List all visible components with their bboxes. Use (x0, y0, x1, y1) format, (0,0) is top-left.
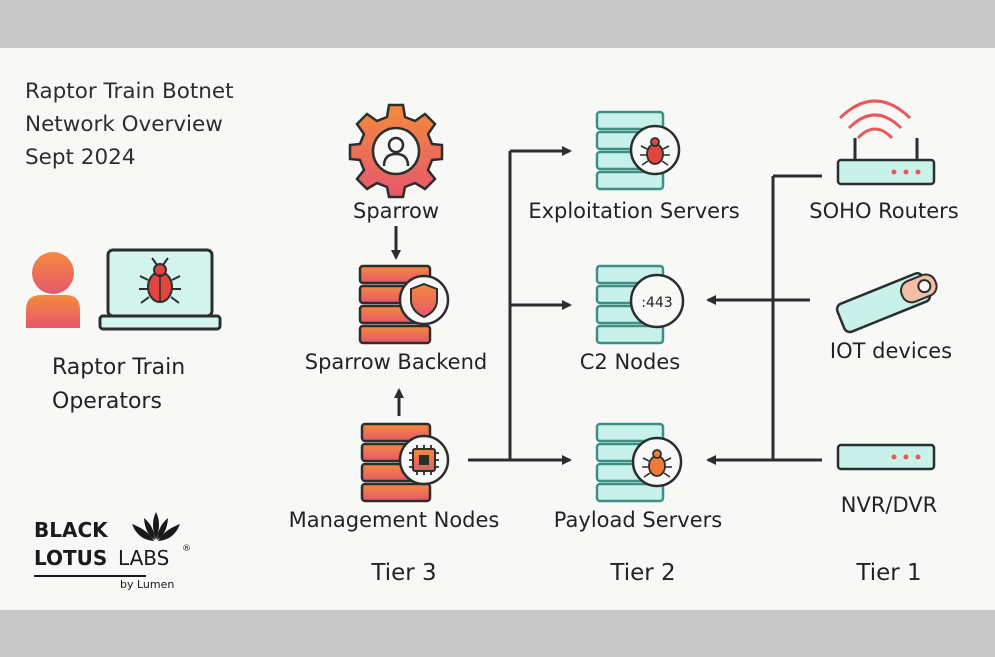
iot-devices-label: IOT devices (829, 339, 953, 363)
chip-icon (398, 434, 450, 486)
page-title: Raptor Train Botnet Network Overview Sep… (25, 75, 234, 174)
bug-icon (640, 137, 670, 166)
exploitation-servers-icon (595, 110, 681, 191)
sparrow-backend-server-icon (358, 264, 450, 345)
tier-3-label: Tier 3 (371, 560, 437, 586)
port-badge (629, 273, 685, 329)
logo-line-1: BLACK (34, 518, 108, 542)
diagram-canvas: :443 (26, 99, 938, 503)
tier-1-label: Tier 1 (856, 560, 922, 586)
c2-nodes-label: C2 Nodes (579, 350, 681, 374)
exploitation-servers-label: Exploitation Servers (528, 199, 740, 223)
sparrow-backend-label: Sparrow Backend (304, 350, 488, 374)
operator-person-icon (26, 252, 80, 328)
operators-label-line-1: Raptor Train (52, 355, 186, 380)
operator-laptop-icon (98, 248, 222, 331)
payload-servers-label: Payload Servers (553, 508, 723, 532)
title-line-1: Raptor Train Botnet (25, 79, 234, 104)
logo-line-2-bold: LOTUS (34, 546, 108, 570)
management-nodes-server-icon (360, 422, 450, 503)
c2-port-text: :443 (641, 295, 672, 311)
logo-line-2-light: LABS (118, 546, 170, 570)
iot-device-icon (835, 272, 938, 334)
logo-registered-mark: ® (182, 544, 191, 554)
nvr-dvr-icon (836, 443, 936, 471)
nvr-dvr-label: NVR/DVR (840, 493, 938, 517)
sparrow-label: Sparrow (353, 199, 439, 223)
logo-byline: by Lumen (120, 578, 175, 591)
connector-tier3-to-tier2 (468, 146, 572, 465)
soho-routers-label: SOHO Routers (809, 199, 959, 223)
shield-icon (398, 274, 450, 326)
lotus-icon (132, 512, 180, 541)
operators-label: Raptor Train Operators (52, 351, 185, 419)
slide: :443 (0, 48, 995, 610)
sparrow-gear-icon (348, 103, 444, 199)
payload-servers-icon (595, 422, 683, 503)
logo-rule (34, 575, 146, 577)
bug-icon (139, 257, 181, 304)
operators-label-line-2: Operators (52, 389, 162, 414)
management-nodes-label: Management Nodes (288, 508, 500, 532)
title-line-3: Sept 2024 (25, 145, 136, 170)
black-lotus-labs-logo: BLACK LOTUS LABS ® by Lumen (34, 512, 204, 596)
tier-2-label: Tier 2 (610, 560, 676, 586)
bug-icon (642, 449, 672, 478)
soho-router-icon (836, 99, 936, 186)
title-line-2: Network Overview (25, 112, 223, 137)
connector-tier1-to-tier2 (706, 174, 822, 465)
c2-nodes-server-icon: :443 (595, 264, 685, 345)
